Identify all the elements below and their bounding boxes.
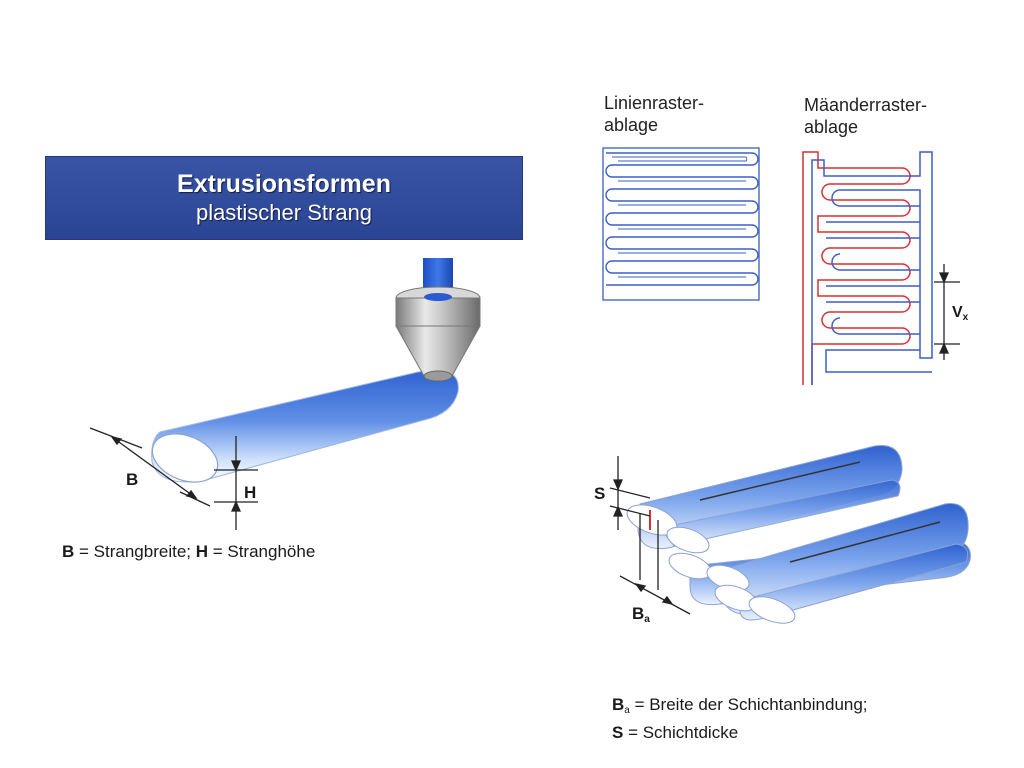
caption-b-text: = Strangbreite; (74, 542, 196, 561)
meander-raster-title: Mäanderraster- ablage (804, 95, 928, 137)
label-ba-main: B (632, 604, 645, 623)
label-s: S (594, 484, 606, 503)
caption-ba-sub: a (624, 705, 630, 716)
layered-strands-diagram (626, 445, 971, 624)
layer-caption-line2: S = Schichtdicke (612, 722, 868, 744)
line-raster-pattern (602, 147, 760, 301)
dimension-vx (934, 264, 960, 360)
strand-body (151, 369, 459, 483)
dimension-h (214, 436, 258, 530)
title-banner: Extrusionsformen plastischer Strang (45, 156, 523, 240)
left-caption: B = Strangbreite; H = Stranghöhe (62, 542, 315, 562)
meander-raster-pattern (802, 151, 933, 385)
nozzle (395, 258, 481, 382)
dimension-ba (619, 514, 691, 615)
layer-caption: Ba = Breite der Schichtanbindung; S = Sc… (612, 694, 868, 744)
caption-ba-symbol: B (612, 695, 625, 714)
banner-subtitle: plastischer Strang (195, 200, 373, 225)
line-raster-title: Linienraster- ablage (604, 93, 705, 135)
caption-h-text: = Stranghöhe (208, 542, 316, 561)
caption-b-symbol: B (62, 542, 75, 561)
label-vx-main: V (952, 304, 963, 321)
dimension-b (89, 427, 211, 507)
label-vx-sub: x (962, 312, 969, 323)
caption-s-text: = Schichtdicke (623, 723, 739, 742)
layer-caption-line1: Ba = Breite der Schichtanbindung; (612, 694, 868, 722)
caption-h-symbol: H (195, 542, 208, 561)
caption-ba-text: = Breite der Schichtanbindung; (629, 695, 868, 714)
label-b: B (126, 470, 139, 489)
dimension-s (609, 456, 651, 530)
strand-end-face (151, 433, 219, 483)
caption-s-symbol: S (612, 723, 624, 742)
label-h: H (244, 483, 257, 502)
label-ba: Ba (632, 604, 650, 625)
label-vx: Vx (952, 304, 968, 323)
label-ba-sub: a (644, 614, 650, 625)
banner-title: Extrusionsformen (177, 170, 391, 198)
